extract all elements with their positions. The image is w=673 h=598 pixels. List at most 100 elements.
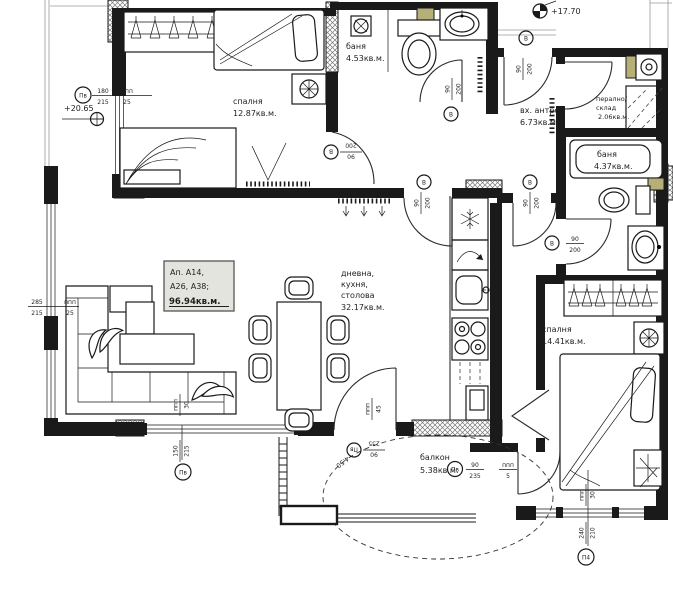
elevation-markers: +20.65 +17.70 (62, 0, 581, 127)
dim-w: 285 (31, 299, 43, 306)
tv-unit (125, 301, 155, 335)
chair-icon (326, 353, 350, 383)
mark-door-bath2: В 90 200 (544, 235, 584, 254)
mark-id: Пв (79, 94, 87, 100)
elevation-floor: +20.65 (62, 104, 105, 127)
parapet-value: 30 (590, 491, 597, 499)
shower-icon (353, 18, 369, 34)
snowflake-icon (460, 209, 480, 229)
window-bedroom2-south (536, 508, 644, 518)
airflow-arrows-icon (342, 206, 386, 217)
stove (451, 317, 489, 361)
dim-h: 200 (569, 247, 581, 254)
burner-icon (454, 339, 470, 355)
mark-door-hall-corridor: В 90 200 (522, 174, 541, 214)
balcony (278, 434, 554, 560)
door-entry (503, 56, 553, 106)
compass-icon (299, 79, 319, 99)
mark-id: В (528, 181, 532, 187)
dim-h: 215 (31, 310, 43, 317)
chair-icon (284, 408, 314, 432)
burner-icon (470, 321, 486, 337)
bedroom2-furniture (559, 279, 665, 491)
compass-icon (639, 328, 659, 348)
doors (331, 56, 613, 495)
hood-cell (451, 239, 489, 271)
apartment-label-box: Ап. А14, А26, А38; 96.94кв.м. (163, 260, 235, 312)
mark-id: Пв (179, 471, 187, 477)
mark-door-bedroom1: 90 200 В (323, 142, 362, 160)
railing-left (278, 437, 288, 516)
dim-h: 200 (456, 83, 463, 95)
door-balcony-corridor (517, 451, 561, 495)
mark-window-240-210: ппп 30 240 210 П4 (577, 470, 597, 566)
mark-window-150-215: 150 215 ппп 30 Пв (173, 394, 192, 481)
parapet-value: 45 (376, 405, 383, 413)
parapet-label: ппп (121, 88, 133, 95)
dim-h: 200 (527, 63, 534, 75)
planter-box (279, 504, 339, 526)
parapet-value: 25 (123, 99, 131, 106)
mark-id: В (524, 37, 528, 43)
mark-parapet-45: ппп 45 (365, 398, 383, 420)
mark-id: В (449, 113, 453, 119)
neighbour-outline (44, 0, 672, 166)
area-balcony: 5.38кв.м. (420, 466, 458, 475)
label-balcony: балкон (420, 453, 450, 462)
door-balcony-living (333, 367, 397, 431)
chair-icon (248, 353, 272, 383)
parapet-label: ппп (173, 399, 180, 411)
storage-zone (625, 85, 665, 131)
apartment-id-line2: А26, А38; (170, 282, 209, 291)
label-bath2: баня (597, 150, 617, 159)
dim-w: 90 (445, 85, 452, 93)
dim-w: 90 (523, 199, 530, 207)
area-bath1: 4.53кв.м. (346, 54, 384, 63)
window-left-wall (46, 204, 56, 418)
cabinet-icon (625, 55, 637, 79)
mark-door-balcony-rotated: 90 235 Пв (346, 440, 385, 458)
label-living-1: дневна, (341, 269, 374, 278)
kitchen-sink-icon (455, 275, 483, 305)
bath1-fixtures (350, 7, 489, 94)
dim-w: 90 (414, 199, 421, 207)
mark-door-entry: В 90 200 (516, 30, 534, 80)
burner-icon (470, 339, 486, 355)
area-bedroom2: 14.41кв.м. (542, 337, 586, 346)
dining-table (276, 301, 322, 411)
dim-h: 200 (345, 142, 357, 149)
chair-icon (248, 315, 272, 345)
shaft-icon (647, 177, 665, 191)
mark-door-corridor-living: В 90 200 (414, 174, 432, 214)
sink-cell (451, 269, 489, 311)
ceiling-mark-icon (251, 142, 287, 181)
label-bedroom2: спалня (542, 325, 572, 334)
parapet-value: 25 (66, 310, 74, 317)
area-bath2: 4.37кв.м. (594, 162, 632, 171)
door-bath2 (565, 218, 612, 265)
door-laundry (564, 61, 613, 110)
elevation-landing-value: +17.70 (551, 7, 581, 16)
bathtub-icon (569, 139, 663, 179)
toilet2-tank (635, 185, 651, 215)
mark-door-bath1: 90 200 В (443, 78, 463, 122)
sofa (65, 285, 237, 415)
dim-h: 200 (425, 197, 432, 209)
area-bedroom1: 12.87кв.м. (233, 109, 277, 118)
dim-w: 90 (571, 236, 579, 243)
door-bedroom1 (331, 131, 375, 185)
mark-window-180-215: Пв 180 215 ппп 25 (74, 86, 152, 106)
dim-w: 90 (516, 65, 523, 73)
dim-h: 210 (590, 527, 597, 539)
area-laundry: 2.06кв.м. (598, 113, 629, 121)
pillow-1-icon (292, 14, 318, 62)
window-living-south (144, 424, 298, 434)
dim-w: 180 (97, 88, 109, 95)
door-bath1 (419, 59, 463, 103)
dim-h: 200 (534, 197, 541, 209)
dim-h: 215 (184, 445, 191, 457)
parapet-value: 30 (184, 401, 191, 409)
mark-window-285-215: 285 215 ппп 25 (28, 299, 79, 317)
